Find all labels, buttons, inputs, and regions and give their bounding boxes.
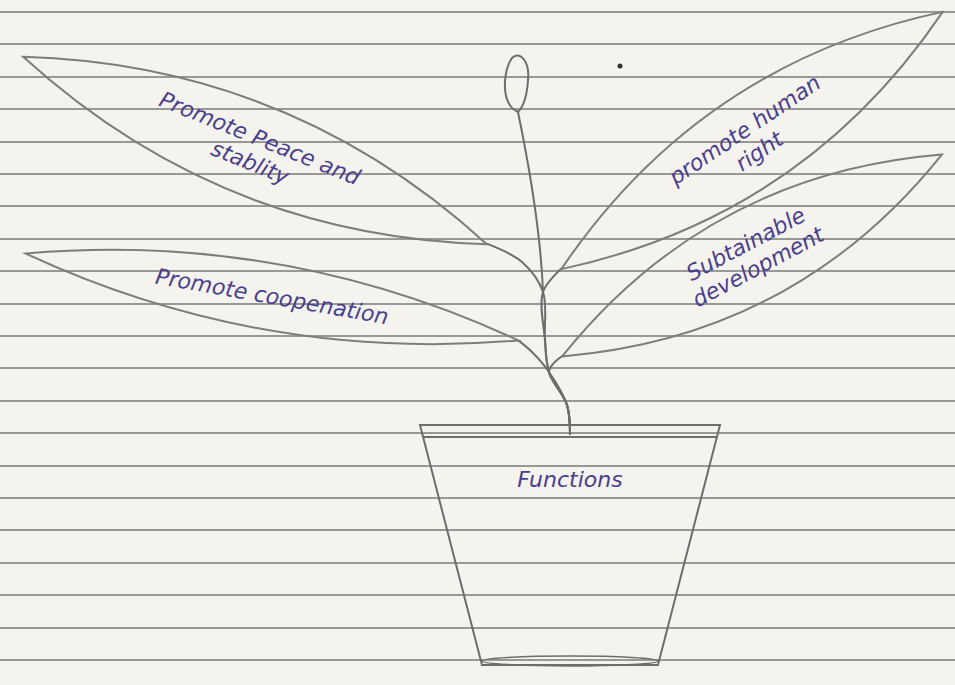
- pot-rim: [423, 436, 717, 438]
- leaf-shape: [540, 113, 955, 397]
- flower-pot: Functions: [420, 425, 720, 665]
- ruled-line: [0, 173, 955, 175]
- plant-stem: [549, 356, 570, 435]
- leaf-shape: [20, 221, 524, 373]
- pot-shape: [420, 425, 720, 665]
- ruled-line: [0, 141, 955, 143]
- plant-stem-top: [518, 112, 543, 292]
- ruled-line: [0, 659, 955, 661]
- ruled-line: [0, 367, 955, 369]
- pot-base: [482, 656, 658, 666]
- pot-outline: [420, 425, 720, 665]
- ruled-line: [0, 335, 955, 337]
- ruled-line: [0, 432, 955, 434]
- ruled-line: [0, 497, 955, 499]
- ruled-line: [0, 465, 955, 467]
- ruled-line: [0, 529, 955, 531]
- ruled-line: [0, 205, 955, 207]
- plant-stem: [518, 340, 570, 435]
- ruled-line: [0, 400, 955, 402]
- flower-bud: [505, 55, 528, 112]
- plant-stem: [487, 244, 570, 435]
- ruled-line: [0, 594, 955, 596]
- ruled-line: [0, 43, 955, 45]
- pencil-dot: [618, 64, 623, 69]
- ruled-line: [0, 11, 955, 13]
- ruled-line: [0, 270, 955, 272]
- pot-label: Functions: [517, 467, 622, 492]
- ruled-line: [0, 562, 955, 564]
- ruled-line: [0, 627, 955, 629]
- ruled-lines: [0, 12, 955, 660]
- ruled-line: [0, 303, 955, 305]
- leaf-shape: [6, 13, 504, 286]
